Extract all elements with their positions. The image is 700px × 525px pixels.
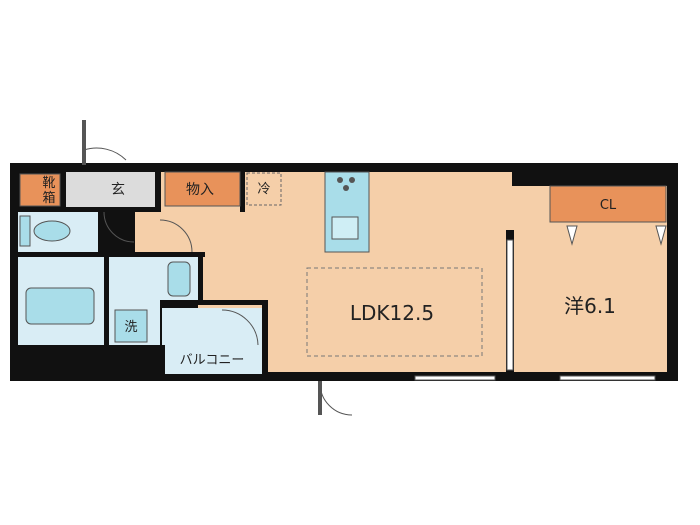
washroom-door-swing bbox=[159, 219, 193, 253]
wash-basin bbox=[167, 261, 191, 297]
wall-bottom-left bbox=[10, 345, 165, 381]
shoe-box bbox=[19, 173, 61, 207]
ldk-label: LDK12.5 bbox=[350, 301, 434, 325]
entrance-floor bbox=[66, 172, 156, 207]
stove-burner-2 bbox=[349, 177, 355, 183]
toilet-door-swing bbox=[103, 211, 135, 243]
wall-h3 bbox=[160, 300, 268, 305]
sliding-partition bbox=[506, 239, 514, 371]
storage-label: 物入 bbox=[186, 182, 214, 198]
shoe-box-label-2: 箱 bbox=[42, 190, 55, 206]
toilet-bowl bbox=[33, 220, 71, 242]
wall-v1 bbox=[98, 212, 104, 252]
stove-burner-1 bbox=[337, 177, 343, 183]
closet-box bbox=[549, 185, 667, 223]
wall-h2 bbox=[10, 252, 205, 257]
wall-v2 bbox=[155, 172, 161, 212]
shoe-box-label-1: 靴 bbox=[42, 176, 55, 191]
ldk-door-swing bbox=[319, 382, 353, 416]
entrance-door-swing bbox=[83, 147, 127, 161]
ldk-door-leaf bbox=[318, 381, 322, 415]
fridge-label: 冷 bbox=[257, 182, 270, 197]
bathtub bbox=[25, 287, 95, 325]
entrance-door-leaf bbox=[82, 120, 86, 165]
closet-door-right bbox=[655, 225, 667, 246]
wall-v3 bbox=[104, 257, 109, 345]
wall-storage-fridge bbox=[240, 172, 245, 212]
closet-label: CL bbox=[600, 198, 617, 213]
washer-label: 洗 bbox=[124, 320, 137, 335]
storage-box bbox=[164, 171, 241, 207]
kitchen-counter bbox=[324, 171, 370, 253]
toilet-tank bbox=[19, 215, 31, 247]
shoe-box-label-full: 靴箱 bbox=[0, 0, 2, 1]
stove-burner-3 bbox=[343, 185, 349, 191]
western-window bbox=[559, 375, 656, 381]
balcony-door-swing bbox=[221, 309, 259, 346]
closet-door-left bbox=[566, 225, 578, 246]
ldk-window bbox=[414, 375, 496, 381]
wall-v4 bbox=[198, 252, 203, 300]
western-room-label: 洋6.1 bbox=[564, 294, 616, 318]
ldk-rug-area bbox=[306, 267, 483, 357]
entrance-label: 玄 bbox=[111, 181, 125, 198]
wall-h1 bbox=[10, 207, 160, 212]
washer-space bbox=[114, 309, 148, 343]
wall-v5 bbox=[262, 300, 268, 381]
balcony-label: バルコニー bbox=[180, 353, 245, 368]
kitchen-sink bbox=[331, 216, 359, 240]
fridge-space bbox=[246, 172, 282, 206]
